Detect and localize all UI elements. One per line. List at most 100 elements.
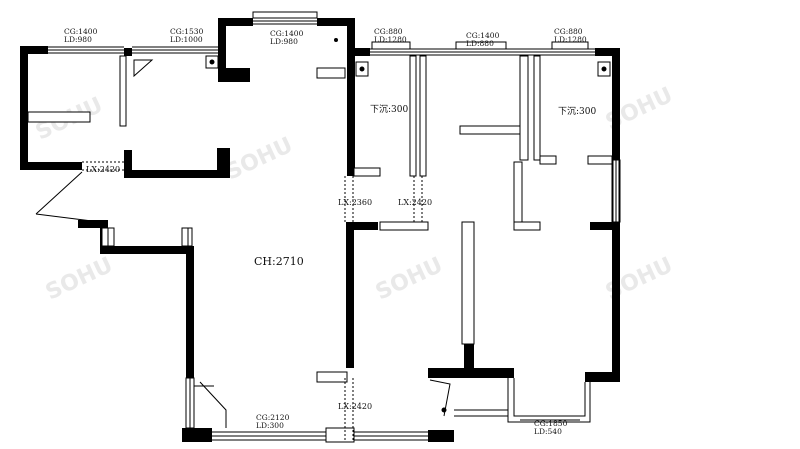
opening	[82, 161, 124, 171]
wall	[217, 148, 230, 178]
partition	[119, 55, 127, 127]
lintel-label: LX:2420	[398, 198, 432, 207]
window-ld-label: LD:880	[466, 39, 494, 48]
wall	[186, 246, 194, 378]
wall	[100, 246, 194, 254]
fixture	[359, 66, 365, 72]
lintel-label: LX:2420	[338, 402, 372, 411]
partition	[409, 55, 417, 177]
partition	[419, 55, 427, 177]
window-ld-label: LD:1280	[374, 35, 407, 44]
wall	[428, 368, 514, 378]
watermark: SOHU	[372, 253, 447, 306]
partition	[587, 155, 613, 165]
partition	[513, 161, 523, 223]
window-ld-label: LD:1280	[554, 35, 587, 44]
wall	[612, 222, 620, 382]
partition	[513, 221, 541, 231]
window-frame	[551, 41, 589, 50]
partition	[459, 125, 529, 135]
window-ld-label: LD:300	[256, 421, 284, 430]
wall	[612, 48, 620, 160]
window	[48, 46, 124, 54]
fixture	[107, 227, 115, 247]
window-cg-label: CG:1400	[270, 29, 304, 38]
ceiling-height-label: CH:2710	[254, 255, 304, 268]
window-ld-label: LD:540	[534, 427, 562, 436]
walls	[20, 18, 620, 442]
openings	[82, 161, 423, 442]
opening	[344, 378, 354, 442]
fixture	[441, 407, 447, 413]
wall	[346, 222, 354, 368]
wall	[595, 48, 620, 56]
wall	[350, 48, 370, 56]
wall	[317, 18, 355, 26]
partition	[533, 55, 541, 161]
partition	[27, 111, 91, 123]
window	[185, 378, 191, 428]
watermark: SOHU	[42, 253, 117, 306]
window-cg-label: CG:2120	[256, 413, 290, 422]
wall	[464, 344, 474, 372]
wall	[124, 170, 230, 178]
wall	[346, 222, 378, 230]
window-cg-label: CG:880	[554, 27, 583, 36]
window	[454, 409, 508, 417]
fixture	[334, 38, 338, 42]
wall	[218, 18, 253, 26]
window-cg-label: CG:1850	[534, 419, 568, 428]
window-ld-label: LD:980	[270, 37, 298, 46]
lintel-label: LX:2360	[338, 198, 372, 207]
wall	[590, 222, 620, 230]
windows	[48, 11, 620, 443]
window	[370, 48, 595, 56]
partition	[539, 155, 557, 165]
fixtures	[107, 38, 611, 413]
window-frame	[252, 11, 318, 19]
window	[612, 160, 620, 222]
partition	[379, 221, 429, 231]
wall	[78, 220, 108, 228]
wall	[182, 428, 212, 442]
partitions	[27, 55, 621, 429]
window	[507, 378, 591, 423]
lintel-label: LX:2420	[86, 165, 120, 174]
window-cg-label: CG:1400	[466, 31, 500, 40]
partition	[519, 55, 529, 161]
partition	[316, 371, 348, 383]
wall	[428, 430, 454, 442]
window-cg-label: CG:1400	[64, 27, 98, 36]
sunken-label: 下沉:300	[370, 104, 408, 115]
wall	[20, 46, 28, 170]
window-frame	[371, 41, 411, 50]
window-ld-label: LD:980	[64, 35, 92, 44]
window-frame	[455, 41, 507, 50]
sunken-label: 下沉:300	[558, 106, 596, 117]
wall	[585, 372, 620, 382]
partition	[316, 67, 346, 79]
wall	[20, 162, 82, 170]
fixture	[209, 59, 215, 65]
window-cg-label: CG:880	[374, 27, 403, 36]
window	[253, 17, 317, 25]
window	[212, 431, 428, 441]
window-cg-label: CG:1530	[170, 27, 204, 36]
fixture	[181, 227, 189, 247]
window-frame	[325, 427, 355, 443]
watermark: SOHU	[222, 133, 297, 186]
wall	[218, 68, 250, 82]
labels: CG:1400 LD:980 CG:1530 LD:1000 CG:1400 L…	[64, 27, 596, 436]
wall	[124, 48, 132, 56]
window-ld-label: LD:1000	[170, 35, 203, 44]
entrance-door	[35, 171, 451, 428]
wall	[218, 18, 226, 82]
wall	[20, 46, 48, 54]
partition	[353, 167, 381, 177]
window	[132, 46, 218, 54]
fixture	[133, 59, 154, 78]
wall	[347, 18, 355, 176]
partition	[461, 221, 475, 345]
fixture	[601, 66, 607, 72]
